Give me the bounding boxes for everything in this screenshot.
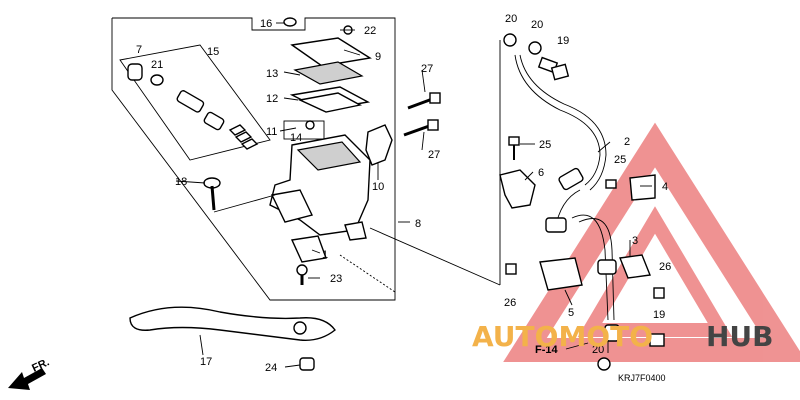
label-14: 14 [290,132,302,144]
label-1: 1 [322,249,328,261]
label-25a: 25 [539,139,551,151]
label-10: 10 [372,181,384,193]
label-21: 21 [151,59,163,71]
brake-hose [514,54,620,342]
front-marker: FR. [30,356,51,374]
clamp-4 [629,174,656,201]
pivot-bolt-18 [203,177,276,213]
clamp-5 [539,257,583,291]
label-26a: 26 [659,261,671,273]
label-16: 16 [260,18,272,30]
clamp-3 [619,254,651,279]
label-15: 15 [207,46,219,58]
label-20c: 20 [592,344,604,356]
watermark-logo [503,122,800,362]
bracket-10 [365,124,393,166]
assembly-outline [111,17,396,301]
label-20b: 20 [531,19,543,31]
label-3: 3 [632,235,638,247]
bolt-27 [403,92,441,137]
label-8: 8 [415,218,421,230]
reference-label: F-14 [535,344,559,356]
part-labels: 16 22 9 13 12 11 14 7 21 15 18 27 27 10 … [136,13,671,374]
label-9: 9 [375,51,381,63]
label-6: 6 [538,167,544,179]
master-cylinder-body [269,120,371,241]
label-11: 11 [266,126,277,138]
label-20a: 20 [505,13,517,25]
nut-24 [299,357,315,371]
brake-lever [129,306,336,341]
label-19b: 19 [653,309,665,321]
label-27b: 27 [428,149,440,161]
label-26b: 26 [504,297,516,309]
label-7: 7 [136,44,142,56]
diagram-code: KRJ7F0400 [618,373,666,383]
label-19a: 19 [557,35,569,47]
piston-parts [127,63,259,150]
watermark-text: AUTOMOTO HUB [472,320,774,353]
front-arrow-icon: FR. [8,356,51,390]
label-17: 17 [200,356,212,368]
reservoir-cap [283,17,372,113]
label-25b: 25 [614,154,626,166]
label-13: 13 [266,68,278,80]
label-18: 18 [175,176,187,188]
label-23: 23 [330,273,342,285]
clamp-6 [499,169,536,209]
switch-1 [290,235,327,263]
label-4: 4 [662,181,668,193]
watermark-part2: HUB [706,320,774,353]
label-27a: 27 [421,63,433,75]
watermark-part1: AUTOMOTO [472,320,653,353]
leader-lines [175,22,652,368]
label-2: 2 [624,136,630,148]
label-24: 24 [265,362,277,374]
piston-kit-outline [119,44,271,161]
washers-20 [503,33,611,371]
label-12: 12 [266,93,278,105]
label-22: 22 [364,25,376,37]
label-5: 5 [568,307,574,319]
